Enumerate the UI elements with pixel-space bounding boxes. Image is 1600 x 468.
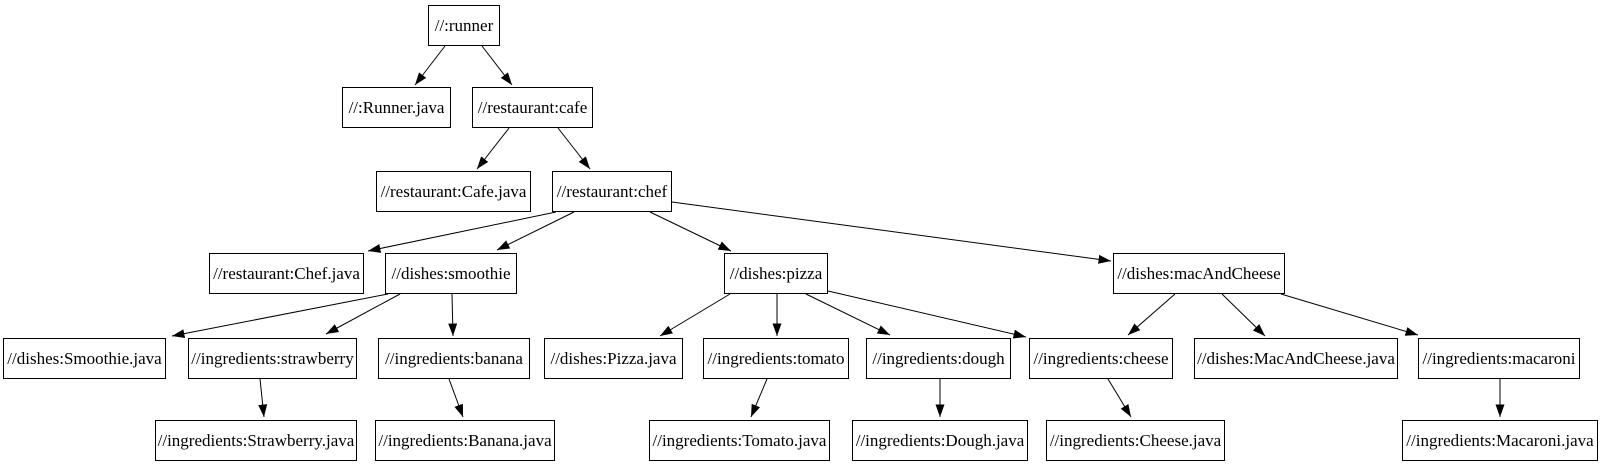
graph-node-macaroni_java: //ingredients:Macaroni.java [1402, 420, 1598, 461]
graph-edge-pizza-to-cheese [827, 290, 1027, 339]
graph-node-chef_java: //restaurant:Chef.java [209, 253, 364, 294]
graph-node-dough_java: //ingredients:Dough.java [852, 420, 1028, 461]
graph-node-cheese_java: //ingredients:Cheese.java [1046, 420, 1225, 461]
graph-edge-tomato-to-tomato_java [750, 378, 768, 418]
graph-edge-runner-to-cafe [481, 45, 513, 86]
graph-node-cheese: //ingredients:cheese [1029, 338, 1173, 379]
graph-node-banana_java: //ingredients:Banana.java [375, 420, 555, 461]
graph-edge-banana-to-banana_java [448, 378, 464, 418]
graph-node-smoothie_java: //dishes:Smoothie.java [3, 338, 166, 379]
graph-edge-mac_and_cheese-to-cheese [1127, 293, 1176, 336]
graph-edge-strawberry-to-strawberry_java [258, 378, 268, 418]
graph-edge-runner-to-runner_java [414, 45, 446, 86]
graph-edge-smoothie-to-strawberry [325, 293, 401, 335]
graph-node-runner_java: //:Runner.java [342, 87, 451, 128]
graph-node-cafe: //restaurant:cafe [472, 87, 593, 128]
graph-edge-chef-to-mac_and_cheese [671, 201, 1112, 264]
graph-node-pizza: //dishes:pizza [724, 253, 828, 294]
graph-node-runner: //:runner [428, 5, 500, 46]
graph-node-smoothie: //dishes:smoothie [385, 253, 517, 294]
graph-node-tomato: //ingredients:tomato [703, 338, 849, 379]
graph-node-mac_and_cheese: //dishes:macAndCheese [1113, 253, 1285, 294]
graph-edge-pizza-to-pizza_java [659, 293, 731, 337]
edges-group [171, 45, 1505, 418]
graph-node-mac_and_cheese_java: //dishes:MacAndCheese.java [1194, 338, 1398, 379]
graph-edge-chef-to-chef_java [367, 211, 557, 253]
graph-node-pizza_java: //dishes:Pizza.java [544, 338, 683, 379]
graph-node-tomato_java: //ingredients:Tomato.java [649, 420, 830, 461]
graph-edge-chef-to-pizza [649, 211, 732, 252]
graph-edge-cafe-to-cafe_java [476, 127, 510, 170]
graph-edge-smoothie-to-banana [448, 293, 458, 337]
graph-edge-chef-to-smoothie [496, 211, 575, 251]
graph-node-chef: //restaurant:chef [552, 171, 672, 212]
graph-node-dough: //ingredients:dough [866, 338, 1011, 379]
graph-edge-mac_and_cheese-to-macaroni [1280, 293, 1419, 336]
graph-edge-smoothie-to-smoothie_java [171, 293, 389, 339]
graph-node-strawberry: //ingredients:strawberry [188, 338, 357, 379]
graph-edge-mac_and_cheese-to-mac_and_cheese_java [1221, 293, 1266, 337]
graph-edge-cheese-to-cheese_java [1107, 378, 1132, 418]
graph-node-strawberry_java: //ingredients:Strawberry.java [155, 420, 357, 461]
graph-node-macaroni: //ingredients:macaroni [1418, 338, 1580, 379]
graph-node-banana: //ingredients:banana [378, 338, 530, 379]
graph-edge-pizza-to-dough [805, 293, 891, 336]
graph-edge-cafe-to-chef [557, 127, 591, 170]
graph-node-cafe_java: //restaurant:Cafe.java [376, 171, 531, 212]
